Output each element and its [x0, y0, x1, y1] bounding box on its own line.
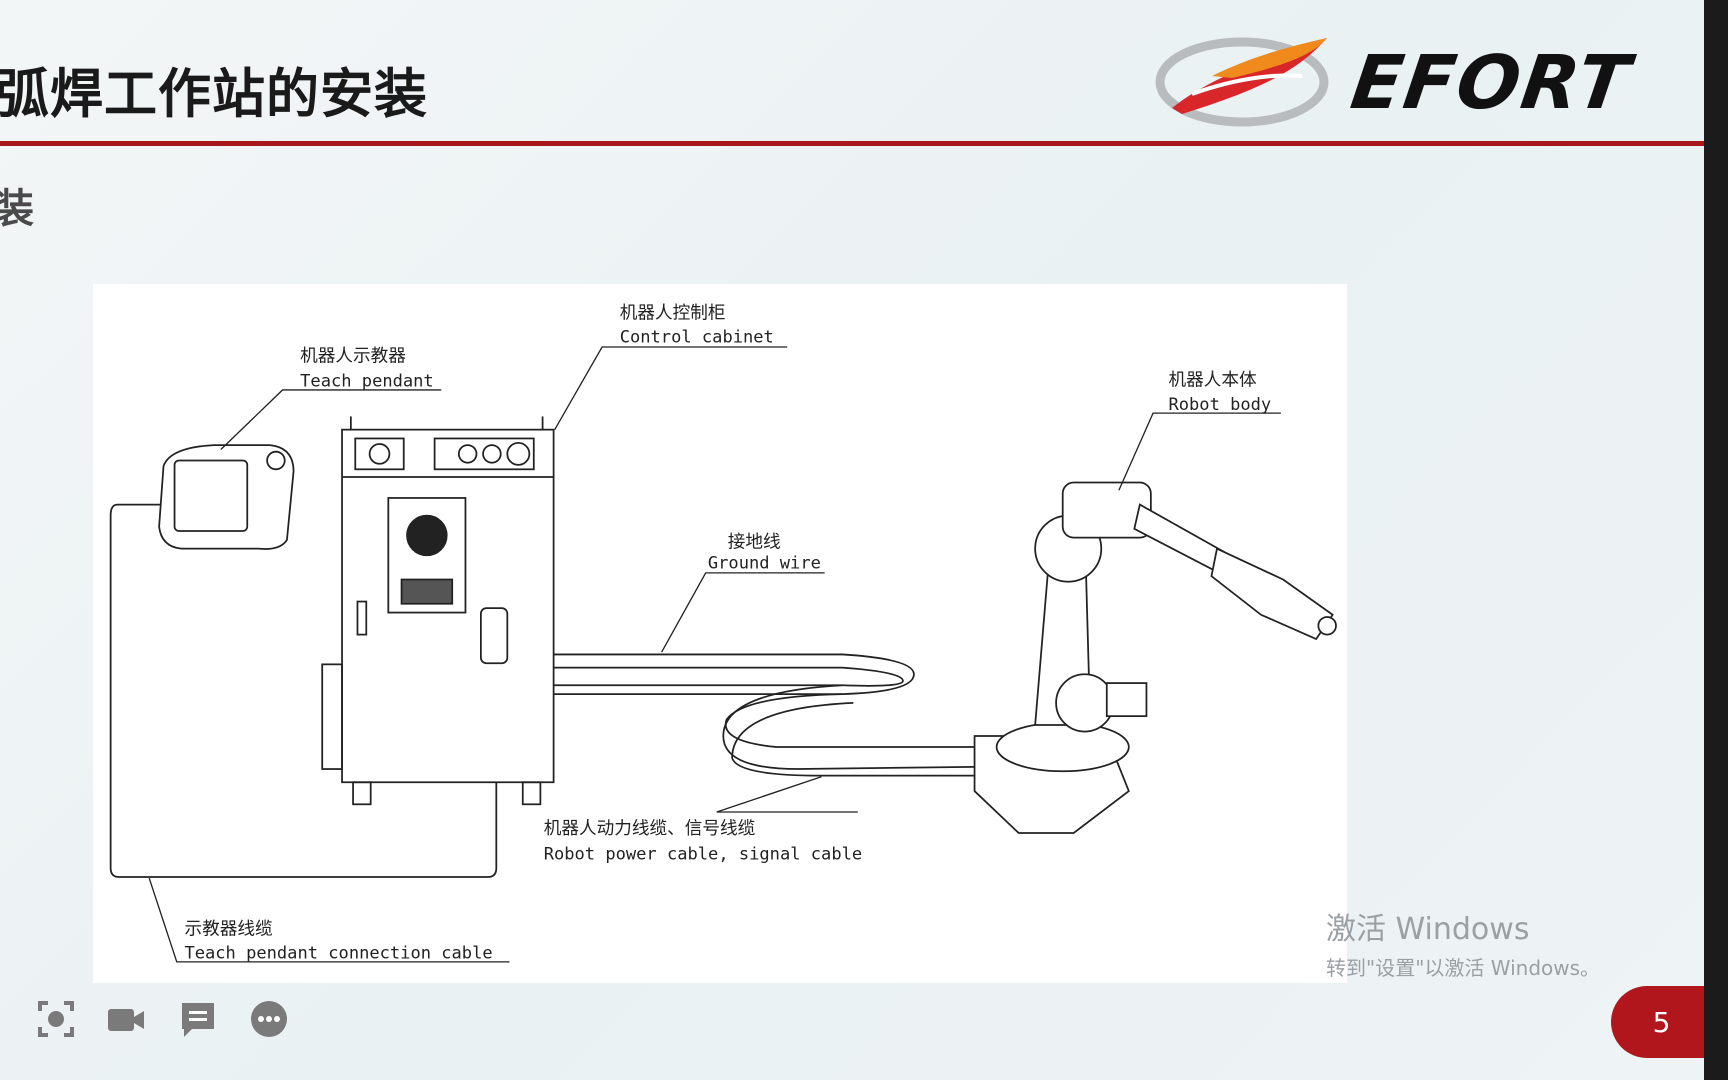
robot-body-label-cn: 机器人本体 — [1168, 370, 1257, 391]
ground-wire-label-en: Ground wire — [708, 553, 821, 573]
control-cabinet-label-cn: 机器人控制柜 — [620, 302, 726, 323]
control-cabinet-drawing — [321, 416, 555, 806]
page-number-badge: 5 — [1611, 986, 1704, 1058]
control-cabinet-label-en: Control cabinet — [620, 328, 774, 348]
robot-body-label-en: Robot body — [1168, 395, 1271, 415]
diagram-drawing: 机器人示教器 Teach pendant 机器人控制柜 Control cabi… — [109, 302, 1337, 964]
leader-lines — [148, 346, 1281, 963]
power-cable-label-en: Robot power cable, signal cable — [544, 844, 862, 864]
pendant-cable-label-en: Teach pendant connection cable — [184, 944, 492, 964]
power-cable-label-cn: 机器人动力线缆、信号线缆 — [544, 818, 756, 839]
camera-icon[interactable] — [106, 999, 146, 1039]
efort-emblem-icon — [1155, 37, 1329, 127]
logo-text: EFORT — [1345, 40, 1637, 126]
more-icon[interactable] — [249, 999, 289, 1039]
teach-pendant-drawing — [158, 444, 295, 550]
teach-pendant-label-cn: 机器人示教器 — [300, 345, 406, 366]
title-divider — [0, 141, 1704, 146]
watermark-line2: 转到"设置"以激活 Windows。 — [1326, 956, 1601, 980]
efort-logo: EFORT — [1152, 36, 1672, 128]
power-cable-drawing — [553, 653, 975, 777]
slide-title: 弧焊工作站的安装 — [0, 64, 428, 125]
workstation-diagram: 机器人示教器 Teach pendant 机器人控制柜 Control cabi… — [93, 284, 1347, 983]
ground-wire-label-cn: 接地线 — [728, 532, 781, 553]
window-edge — [1704, 0, 1728, 1080]
robot-body-drawing — [973, 481, 1337, 834]
slide-subtitle: 装 — [0, 186, 34, 232]
windows-activation-watermark: 激活 Windows 转到"设置"以激活 Windows。 — [1326, 904, 1600, 981]
teach-pendant-label-en: Teach pendant — [300, 372, 434, 392]
pendant-cable-drawing — [109, 503, 498, 878]
chat-icon[interactable] — [178, 999, 218, 1039]
screenshot-icon[interactable] — [36, 999, 76, 1039]
pendant-cable-label-cn: 示教器线缆 — [184, 918, 272, 939]
watermark-line1: 激活 Windows — [1326, 912, 1530, 947]
